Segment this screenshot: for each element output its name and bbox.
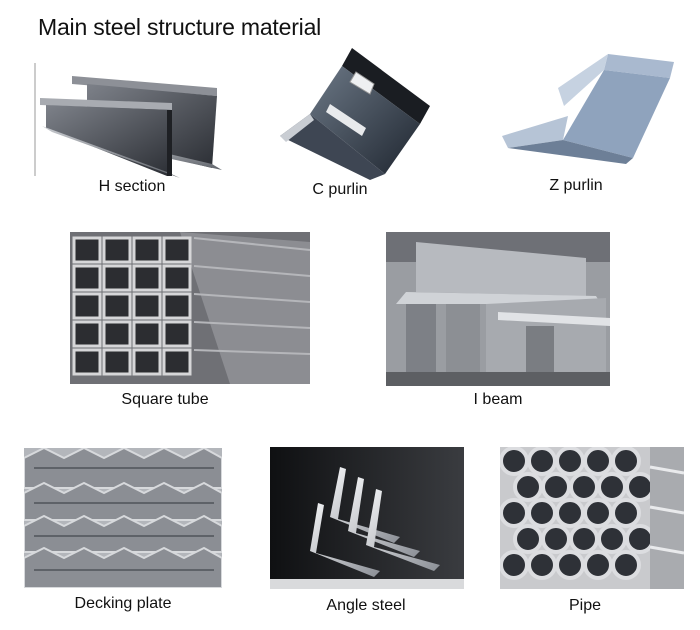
pipe-label: Pipe	[568, 597, 602, 614]
c-purlin-image	[270, 44, 438, 182]
square-tube-label: Square tube	[121, 391, 209, 408]
pipe-image	[500, 447, 684, 589]
decking-plate-label: Decking plate	[74, 595, 172, 612]
h-section-label: H section	[98, 178, 166, 195]
z-purlin-label: Z purlin	[549, 177, 603, 194]
c-purlin-label: C purlin	[312, 181, 368, 198]
angle-steel-label: Angle steel	[326, 597, 406, 614]
square-tube-image	[70, 232, 310, 384]
i-beam-label: I beam	[473, 391, 523, 408]
angle-steel-image	[270, 447, 464, 589]
z-purlin-image	[498, 48, 680, 168]
h-section-image	[32, 58, 232, 180]
decking-plate-image	[24, 448, 222, 588]
page-title: Main steel structure material	[38, 14, 322, 40]
i-beam-image	[386, 232, 610, 386]
